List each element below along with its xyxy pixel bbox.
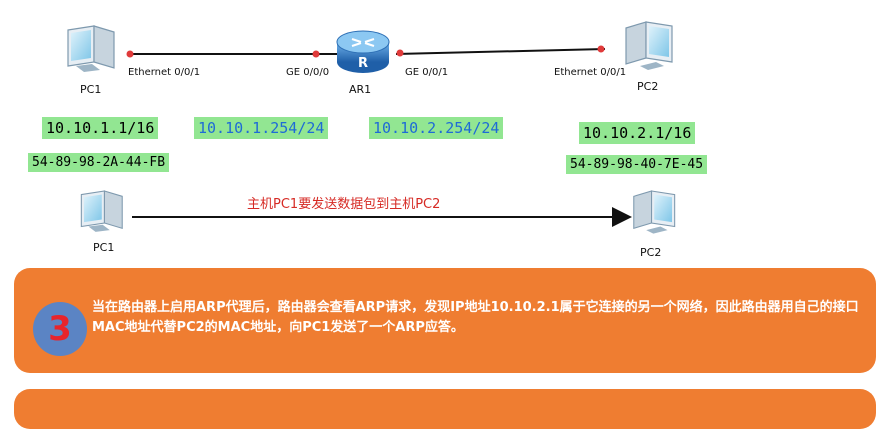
flow-pc1-icon — [76, 188, 140, 246]
step-number-badge: 3 — [33, 302, 87, 356]
port-dot-ge001 — [396, 49, 404, 57]
pc2-mac: 54-89-98-40-7E-45 — [566, 155, 708, 174]
flow-pc2-label: PC2 — [640, 246, 662, 259]
pc1-interface-label: Ethernet 0/0/1 — [128, 67, 201, 78]
topology-links — [126, 45, 606, 58]
flow-pc1-label: PC1 — [93, 241, 115, 254]
pc2-interface-label: Ethernet 0/0/1 — [554, 67, 627, 78]
step-number: 3 — [48, 309, 72, 349]
router-label: AR1 — [349, 83, 372, 96]
router-left-ip: 10.10.1.254/24 — [194, 117, 329, 139]
step-panel: 3 当在路由器上启用ARP代理后，路由器会查看ARP请求，发现IP地址10.10… — [14, 268, 876, 373]
pc1-label: PC1 — [80, 83, 102, 96]
pc2-label: PC2 — [637, 80, 659, 93]
pc1-icon — [62, 24, 134, 86]
pc2-icon — [606, 20, 678, 82]
router-icon: R — [334, 26, 392, 80]
step-description: 当在路由器上启用ARP代理后，路由器会查看ARP请求，发现IP地址10.10.2… — [92, 300, 859, 335]
router-left-interface-label: GE 0/0/0 — [286, 67, 330, 78]
flow-pc2-icon — [616, 188, 680, 246]
router-right-interface-label: GE 0/0/1 — [405, 67, 449, 78]
router-right-ip: 10.10.2.254/24 — [369, 117, 504, 139]
pc1-mac: 54-89-98-2A-44-FB — [28, 153, 170, 172]
port-dot-pc2 — [597, 45, 605, 53]
port-dot-pc1 — [126, 50, 134, 58]
pc2-ip: 10.10.2.1/16 — [579, 122, 696, 144]
flow-arrow — [132, 207, 632, 227]
pc1-ip: 10.10.1.1/16 — [42, 117, 159, 139]
next-step-panel — [14, 389, 876, 429]
router-letter: R — [358, 56, 368, 71]
port-dot-ge000 — [312, 50, 320, 58]
flow-label: 主机PC1要发送数据包到主机PC2 — [247, 197, 441, 212]
